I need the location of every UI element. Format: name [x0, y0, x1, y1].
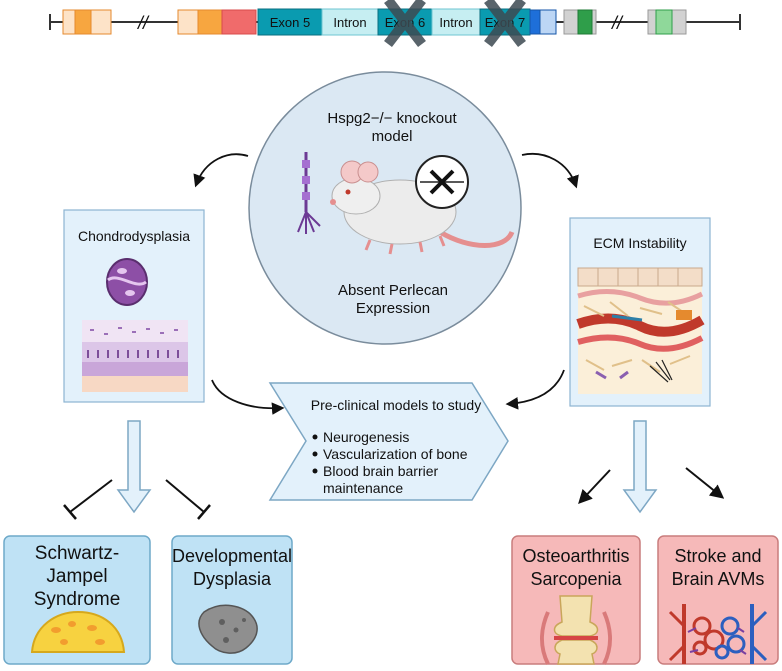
caption-line2: Expression	[356, 300, 430, 317]
extracellular-matrix-image	[576, 267, 705, 394]
arrow-to-chondrodysplasia	[193, 153, 249, 188]
bullet-icon	[312, 451, 318, 457]
exon-6: Exon 6	[377, 0, 433, 48]
bullet-icon	[312, 468, 318, 474]
exon-7: Exon 7	[479, 0, 531, 48]
arrow-right-to-middle	[505, 369, 565, 410]
ecm-instability-title: ECM Instability	[593, 235, 686, 251]
cartilage-icon	[30, 610, 126, 653]
inhibition-arrow-left	[63, 479, 113, 520]
ecm-instability-panel: ECM Instability	[569, 217, 711, 407]
exon-group-blue	[529, 9, 557, 35]
bone-tissue-icon	[198, 604, 258, 654]
knockout-model-circle: Hspg2−/− knockout model Absent Perl	[248, 71, 522, 345]
arrow-left-to-middle	[211, 379, 285, 415]
caption-line1: Absent Perlecan	[338, 282, 448, 299]
outcome-stroke-avms: Stroke and Brain AVMs	[657, 535, 779, 665]
svg-text:Developmental: Developmental	[172, 546, 292, 566]
arrow-to-osteoarthritis	[578, 469, 611, 505]
break-mark-right: //	[610, 13, 624, 33]
knockout-cross-icon	[484, 0, 526, 48]
svg-text:Brain AVMs: Brain AVMs	[672, 569, 765, 589]
exon-left-orange	[62, 9, 112, 35]
gene-knockout-icon	[415, 155, 469, 209]
model-title-line2: model	[372, 128, 413, 145]
chondrocyte-cell-icon	[106, 258, 148, 306]
bullet-vascularization: Vascularization of bone	[323, 446, 468, 462]
bullet-neurogenesis: Neurogenesis	[323, 429, 409, 445]
break-mark-left: //	[136, 13, 150, 33]
gene-bar: // Exon 5 Intron Exon 6 Intron Exon 7	[49, 0, 741, 48]
bullet-blood-brain-barrier: Blood brain barrier	[323, 463, 439, 479]
svg-text:Sarcopenia: Sarcopenia	[530, 569, 622, 589]
outcome-schwartz-jampel: Schwartz- Jampel Syndrome	[3, 535, 151, 665]
svg-text:Intron: Intron	[333, 15, 366, 30]
svg-text:Syndrome: Syndrome	[34, 589, 121, 610]
svg-text:Jampel: Jampel	[46, 566, 107, 587]
svg-text:Exon 5: Exon 5	[270, 15, 310, 30]
chondrodysplasia-panel: Chondrodysplasia	[63, 209, 205, 403]
intron-2: Intron	[431, 8, 481, 36]
exon-group-green	[563, 9, 597, 35]
arrow-to-ecm-instability	[521, 153, 579, 189]
knee-joint-icon	[540, 595, 612, 665]
knockout-cross-icon	[384, 0, 426, 48]
growth-plate-tissue-image	[82, 320, 188, 392]
intron-1: Intron	[321, 8, 379, 36]
mouse-icon	[330, 160, 515, 255]
svg-text:Dysplasia: Dysplasia	[193, 569, 272, 589]
bullet-maintenance: maintenance	[323, 480, 403, 496]
svg-text:Intron: Intron	[439, 15, 472, 30]
chondrodysplasia-title: Chondrodysplasia	[78, 228, 190, 244]
svg-text:Schwartz-: Schwartz-	[35, 543, 119, 564]
exon-5: Exon 5	[257, 8, 323, 36]
avm-vessels-icon	[668, 604, 768, 664]
perlecan-molecule-icon	[297, 152, 321, 234]
right-hollow-down-arrow	[622, 420, 658, 514]
left-hollow-down-arrow	[116, 420, 152, 514]
model-title-line1: Hspg2−/− knockout	[327, 110, 457, 127]
bullet-icon	[312, 434, 318, 440]
exon-right-green	[647, 9, 687, 35]
outcome-osteoarthritis-sarcopenia: Osteoarthritis Sarcopenia	[511, 535, 641, 665]
arrow-to-stroke	[685, 467, 725, 499]
preclinical-models-box: Pre-clinical models to study Neurogenesi…	[268, 382, 509, 501]
outcome-developmental-dysplasia: Developmental Dysplasia	[171, 535, 293, 665]
inhibition-arrow-right	[165, 479, 211, 520]
svg-text:Stroke and: Stroke and	[674, 546, 761, 566]
svg-text:Osteoarthritis: Osteoarthritis	[522, 546, 629, 566]
exon-group-warm	[177, 9, 257, 35]
preclinical-title: Pre-clinical models to study	[311, 397, 481, 413]
